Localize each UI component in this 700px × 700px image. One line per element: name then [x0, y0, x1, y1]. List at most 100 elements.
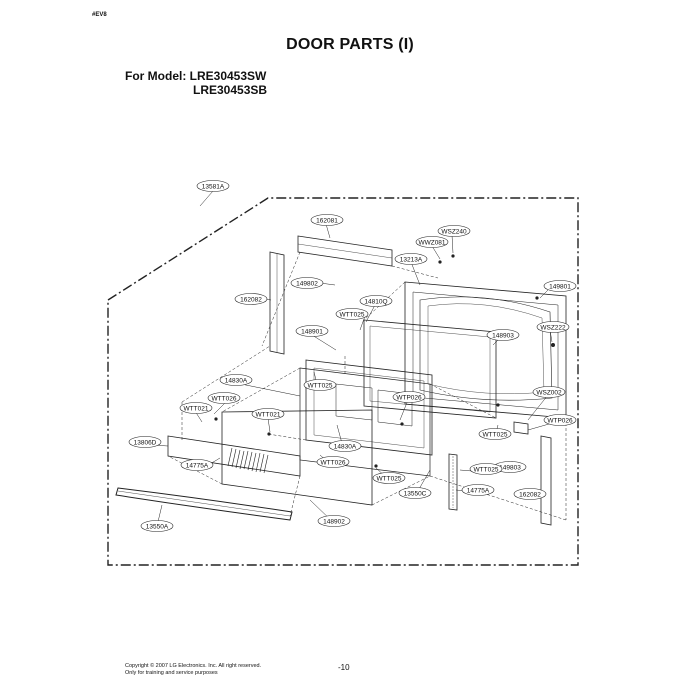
callout-bubble	[316, 456, 350, 468]
part-callout: 14775A	[461, 484, 495, 496]
callout-bubble	[543, 280, 577, 292]
inner-glass-part	[363, 319, 497, 419]
part-callout: 14810Q	[359, 295, 393, 307]
callout-bubble	[207, 392, 241, 404]
part-number-label: 148902	[323, 518, 345, 525]
callout-bubble	[140, 520, 174, 532]
callout-bubble	[532, 386, 566, 398]
middle-glass-part	[305, 359, 433, 456]
part-number-label: WTP026	[396, 394, 422, 401]
part-number-label: 13213A	[400, 256, 423, 263]
part-number-label: 14830A	[334, 443, 357, 450]
part-number-label: 149801	[549, 283, 571, 290]
part-number-label: WTT021	[256, 411, 281, 418]
part-number-label: 162081	[316, 217, 338, 224]
part-callout: WTT025	[303, 379, 337, 391]
part-callout: WWZ081	[415, 236, 449, 248]
door-handle-part	[115, 487, 293, 521]
part-number-label: 13550C	[404, 490, 427, 497]
part-number-label: 149802	[296, 280, 318, 287]
part-number-label: 13806D	[134, 439, 157, 446]
part-number-label: WTT025	[377, 475, 402, 482]
callout-bubble	[295, 325, 329, 337]
part-callout: WTT021	[251, 408, 285, 420]
model-line-2: LRE30453SB	[193, 83, 268, 97]
part-callout: 13581A	[196, 180, 230, 192]
part-number-label: 148901	[301, 328, 323, 335]
boundary-line	[107, 197, 579, 566]
part-callout: WTT021	[179, 402, 213, 414]
part-number-label: 162082	[240, 296, 262, 303]
part-callout: 14830A	[328, 440, 362, 452]
part-number-label: WTT025	[340, 311, 365, 318]
part-number-label: WTT021	[184, 405, 209, 412]
part-callout: WTT026	[316, 456, 350, 468]
part-number-label: 148903	[492, 332, 514, 339]
part-callout: WTP026	[392, 391, 426, 403]
part-callout: 14775A	[180, 459, 214, 471]
part-number-label: 14775A	[467, 487, 490, 494]
callout-bubble	[486, 329, 520, 341]
callout-bubble	[398, 487, 432, 499]
leader-lines	[151, 190, 557, 527]
part-number-label: 13550A	[146, 523, 169, 530]
part-callout: WSZ240	[437, 225, 471, 237]
callout-bubble	[392, 391, 426, 403]
callout-bubble	[179, 402, 213, 414]
right-side-trim-part	[540, 435, 552, 526]
callout-bubble	[469, 463, 503, 475]
callout-bubble	[415, 236, 449, 248]
part-callout: 149801	[543, 280, 577, 292]
part-callout: WTT025	[335, 308, 369, 320]
part-callout: 162081	[310, 214, 344, 226]
page-number: -10	[338, 663, 350, 672]
part-number-label: 162082	[519, 491, 541, 498]
hinge-bracket-part	[513, 421, 529, 435]
part-number-label: WTT026	[321, 459, 346, 466]
inner-door-frame-part	[404, 281, 567, 419]
callout-bubble	[543, 414, 577, 426]
part-callout: 13550C	[398, 487, 432, 499]
top-trim-part	[297, 235, 393, 267]
part-number-label: WTT026	[212, 395, 237, 402]
part-callout: 13213A	[394, 253, 428, 265]
callout-bubble	[394, 253, 428, 265]
part-callout: WTT025	[469, 463, 503, 475]
callout-bubble	[219, 374, 253, 386]
part-callout: 162082	[234, 293, 268, 305]
part-number-label: WWZ081	[418, 239, 445, 246]
part-callout: WTT025	[478, 428, 512, 440]
callout-bubble	[310, 214, 344, 226]
part-callout: WSZ002	[532, 386, 566, 398]
part-callout: WTT025	[372, 472, 406, 484]
part-number-label: 14830A	[225, 377, 248, 384]
part-number-label: WSZ240	[441, 228, 467, 235]
callout-bubble	[437, 225, 471, 237]
callout-bubble	[180, 459, 214, 471]
part-callout: 14830A	[219, 374, 253, 386]
callout-bubble	[196, 180, 230, 192]
part-number-label: 13581A	[202, 183, 225, 190]
part-number-label: WTT025	[483, 431, 508, 438]
part-callout: 148902	[317, 515, 351, 527]
callout-bubble	[234, 293, 268, 305]
guide-lines	[167, 251, 567, 521]
footer: Copyright © 2007 LG Electronics. Inc. Al…	[125, 663, 261, 677]
callout-bubble	[317, 515, 351, 527]
callout-bubble	[303, 379, 337, 391]
callout-bubble	[461, 484, 495, 496]
outer-door-glass-part	[221, 409, 373, 506]
callout-bubble	[335, 308, 369, 320]
part-number-label: WSZ222	[540, 324, 566, 331]
callout-bubble	[359, 295, 393, 307]
page-title: DOOR PARTS (I)	[286, 36, 414, 53]
part-callout: 13550A	[140, 520, 174, 532]
callout-bubble	[372, 472, 406, 484]
model-line-1: For Model: LRE30453SW	[125, 69, 267, 83]
part-callout: 162082	[513, 488, 547, 500]
callout-bubble	[128, 436, 162, 448]
part-callout: WSZ222	[536, 321, 570, 333]
callout-bubble	[513, 488, 547, 500]
corner-code: #EV8	[92, 12, 107, 18]
